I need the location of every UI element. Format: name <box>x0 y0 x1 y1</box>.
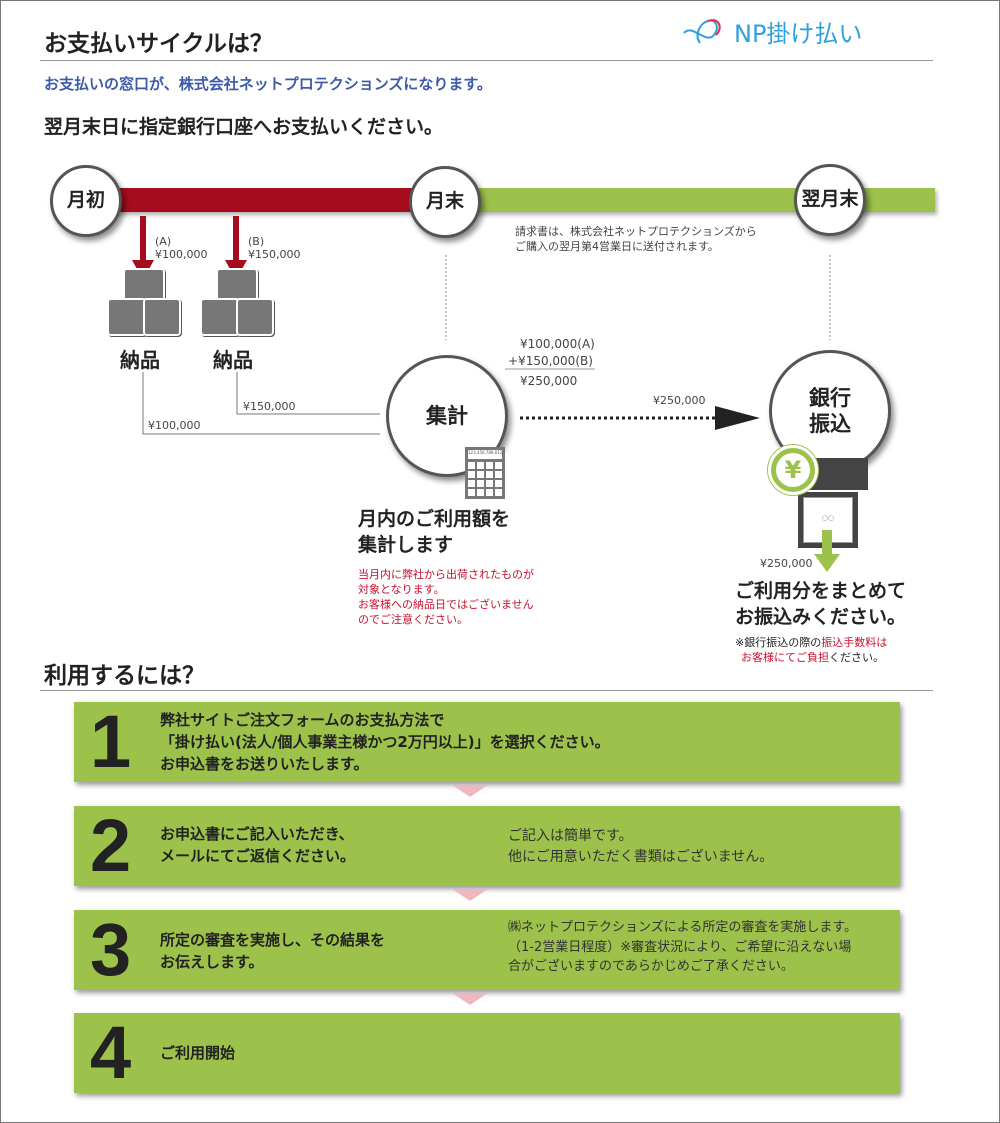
logo-text: NP掛け払い <box>734 20 863 48</box>
step-1: 1 弊社サイトご注文フォームのお支払方法で 「掛け払い(法人/個人事業主様かつ2… <box>74 702 900 782</box>
step-note: ㈱ネットプロテクションズによる所定の審査を実施します。 （1-2営業日程度）※審… <box>508 918 857 977</box>
bank-title-line: ご利用分をまとめて <box>735 580 907 602</box>
step-number: 1 <box>90 700 132 783</box>
step-text-line: お伝えします。 <box>160 952 264 971</box>
delivery-a-text: 納品 <box>120 348 160 372</box>
aggregate-title: 月内のご利用額を 集計します <box>358 507 510 558</box>
step-text: ご利用開始 <box>160 1043 235 1065</box>
chevron-down-icon <box>452 993 488 1005</box>
invoice-note-line: 請求書は、株式会社ネットプロテクションズから <box>515 225 757 238</box>
current-month-bar <box>86 188 446 212</box>
month-end-node: 月末 <box>409 166 481 238</box>
step-text: 弊社サイトご注文フォームのお支払方法で 「掛け払い(法人/個人事業主様かつ2万円… <box>160 710 610 775</box>
bank-title: ご利用分をまとめて お振込みください。 <box>735 579 906 630</box>
aggregate-note-line: のでご注意ください。 <box>358 612 468 626</box>
sum-total: ¥250,000 <box>520 373 578 388</box>
calculator-icon: 123,456,789,012 <box>465 447 505 499</box>
aggregate-title-line: 集計します <box>358 533 454 556</box>
sum-calculation: ¥100,000(A) +¥150,000(B) ¥250,000 <box>508 336 595 389</box>
bank-label: 振込 <box>809 412 851 436</box>
sum-b: +¥150,000(B) <box>508 353 593 368</box>
delivery-amount: ¥150,000 <box>248 248 301 262</box>
delivery-b-text: 納品 <box>213 348 253 372</box>
connector-lines <box>142 255 831 435</box>
chevron-down-icon <box>452 889 488 901</box>
aggregate-note: 当月内に弊社から出荷されたものが 対象となります。 お客様への納品日ではございま… <box>358 568 534 627</box>
bank-note-highlight: お客様にてご負担 <box>741 650 829 664</box>
logo-mark-icon <box>683 18 721 44</box>
step-text-line: お申込書をお送りいたします。 <box>160 754 369 773</box>
step-4: 4 ご利用開始 <box>74 1013 900 1093</box>
calculator-display: 123,456,789,012 <box>468 450 502 459</box>
line-amount-b: ¥150,000 <box>243 400 296 413</box>
bank-note: ※銀行振込の際の振込手数料は お客様にてご負担ください。 <box>735 636 887 666</box>
aggregate-note-line: お客様への納品日ではございません <box>358 597 534 611</box>
step-number: 3 <box>90 908 132 991</box>
aggregate-title-line: 月内のご利用額を <box>358 508 511 530</box>
step-text-line: 弊社サイトご注文フォームのお支払方法で <box>160 711 445 729</box>
delivery-tag: (A) <box>155 235 172 248</box>
step-number: 4 <box>90 1011 132 1094</box>
chevron-down-icon <box>452 785 488 797</box>
bank-title-line: お振込みください。 <box>735 605 907 628</box>
package-icon <box>200 268 276 338</box>
bank-note-highlight: 振込手数料は <box>821 636 888 649</box>
invoice-note-line: ご購入の翌月第4営業日に送付されます。 <box>515 239 719 253</box>
step-text-line: 所定の審査を実施し、その結果を <box>160 931 386 949</box>
package-icon <box>107 268 183 338</box>
aggregate-note-line: 対象となります。 <box>358 582 445 596</box>
arrow-down-green-icon <box>814 530 840 572</box>
next-month-end-node: 翌月末 <box>794 164 866 236</box>
step-text: お申込書にご記入いただき、 メールにてご返信ください。 <box>160 824 355 868</box>
step-note-line: ㈱ネットプロテクションズによる所定の審査を実施します。 <box>508 920 858 935</box>
step-number: 2 <box>90 804 132 887</box>
bank-label: 銀行 <box>809 385 851 410</box>
transfer-amount: ¥250,000 <box>653 394 706 407</box>
step-note-line: （1-2営業日程度）※審査状況により、ご希望に沿えない場 <box>508 939 852 955</box>
invoice-note: 請求書は、株式会社ネットプロテクションズから ご購入の翌月第4営業日に送付されま… <box>515 225 757 255</box>
step-note-line: 合がございますのであらかじめご了承ください。 <box>508 959 794 974</box>
step-text: 所定の審査を実施し、その結果を お伝えします。 <box>160 930 385 974</box>
bank-note-text: ください。 <box>829 650 884 664</box>
sum-a: ¥100,000(A) <box>520 337 595 351</box>
aggregate-note-line: 当月内に弊社から出荷されたものが <box>358 568 534 581</box>
delivery-b-label: (B)¥150,000 <box>248 235 301 261</box>
step-note-line: ご記入は簡単です。 <box>508 828 633 844</box>
step-note: ご記入は簡単です。 他にご用意いただく書類はございません。 <box>508 826 773 868</box>
bank-amount: ¥250,000 <box>760 557 813 570</box>
np-logo: NP掛け払い <box>682 14 862 49</box>
page-title: お支払いサイクルは？ <box>44 31 273 57</box>
line-amount-a: ¥100,000 <box>148 419 201 432</box>
delivery-a-label: (A)¥100,000 <box>155 235 208 261</box>
bank-note-text: ※銀行振込の際の <box>735 636 822 649</box>
usage-title: 利用するには？ <box>44 663 205 689</box>
arrow-right-icon <box>715 406 760 430</box>
step-text-line: メールにてご返信ください。 <box>160 846 356 865</box>
step-text-line: ご利用開始 <box>160 1044 236 1062</box>
step-2: 2 お申込書にご記入いただき、 メールにてご返信ください。 ご記入は簡単です。 … <box>74 806 900 886</box>
month-start-node: 月初 <box>50 165 122 237</box>
subtitle: 翌月末日に指定銀行口座へお支払いください。 <box>44 116 444 138</box>
step-note-line: 他にご用意いただく書類はございません。 <box>508 849 774 865</box>
step-text-line: 「掛け払い(法人/個人事業主様かつ2万円以上)」を選択ください。 <box>160 732 610 751</box>
delivery-tag: (B) <box>248 235 265 248</box>
step-3: 3 所定の審査を実施し、その結果を お伝えします。 ㈱ネットプロテクションズによ… <box>74 910 900 990</box>
step-text-line: お申込書にご記入いただき、 <box>160 825 354 843</box>
yen-icon: ¥ <box>768 445 818 495</box>
notice-text: お支払いの窓口が、株式会社ネットプロテクションズになります。 <box>44 75 492 93</box>
delivery-amount: ¥100,000 <box>155 248 208 262</box>
